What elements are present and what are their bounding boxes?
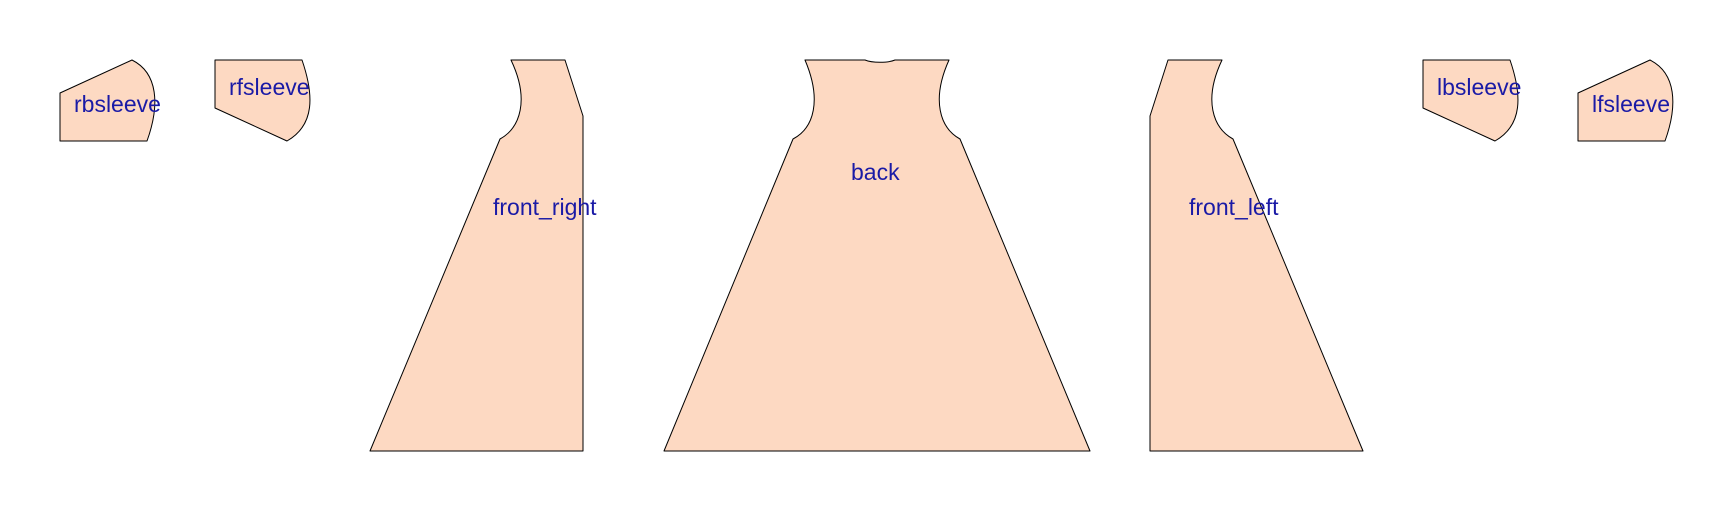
rbsleeve-shape [59,59,156,142]
back-label: back [851,159,900,185]
rfsleeve-shape [214,59,311,142]
lfsleeve-label: lfsleeve [1592,91,1670,117]
front-right-shape [369,59,584,452]
piece-back: back [663,59,1091,452]
front-left-label: front_left [1189,194,1279,220]
lbsleeve-shape [1422,59,1519,142]
lbsleeve-label: lbsleeve [1437,74,1521,100]
piece-lfsleeve: lfsleeve [1577,59,1674,142]
piece-front-right: front_right [369,59,597,452]
front-left-shape [1149,59,1364,452]
front-right-label: front_right [493,194,597,220]
piece-lbsleeve: lbsleeve [1422,59,1521,142]
lfsleeve-shape [1577,59,1674,142]
back-shape [663,59,1091,452]
rbsleeve-label: rbsleeve [74,91,161,117]
piece-rfsleeve: rfsleeve [214,59,311,142]
rfsleeve-label: rfsleeve [229,74,310,100]
piece-rbsleeve: rbsleeve [59,59,161,142]
piece-front-left: front_left [1149,59,1364,452]
